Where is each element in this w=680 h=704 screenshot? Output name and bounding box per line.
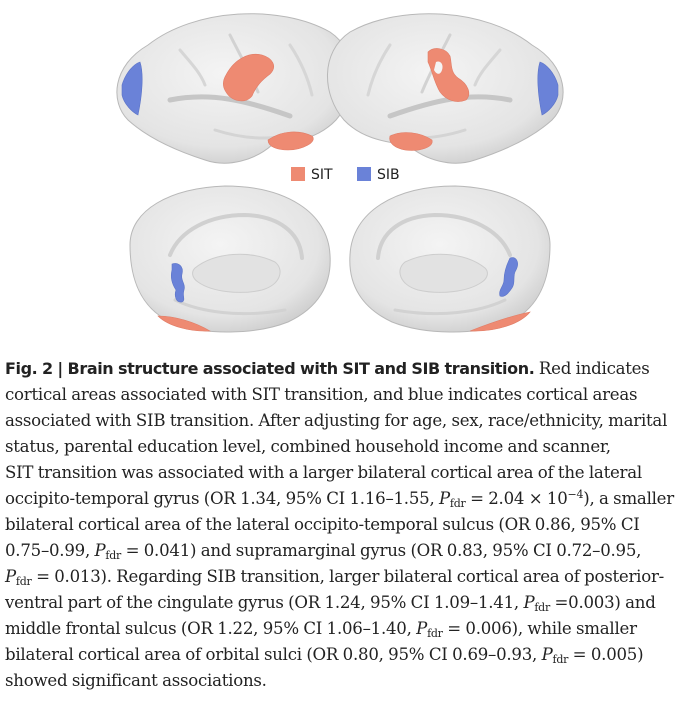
left-lateral-sit-occipitotemporal <box>267 131 314 151</box>
right-medial-sib-cingulate <box>499 257 518 297</box>
brain-figure: SIT SIB <box>0 0 680 345</box>
right-lateral-sib-frontal <box>537 61 559 116</box>
right-medial-sit-orbital <box>469 311 531 332</box>
caption-line-12: bilateral cortical area of orbital sulci… <box>5 645 644 666</box>
caption-line-4: status, parental education level, combin… <box>5 437 611 456</box>
right-lateral-hemisphere <box>327 13 564 164</box>
left-medial-sit-orbital <box>157 315 212 332</box>
caption-line-8: 0.75–0.99, Pfdr = 0.041) and supramargin… <box>5 541 642 562</box>
left-medial-sib-cingulate <box>170 263 185 303</box>
legend-sit-swatch <box>291 167 305 181</box>
legend: SIT SIB <box>291 167 400 183</box>
legend-sib-swatch <box>357 167 371 181</box>
caption-line-9: Pfdr = 0.013). Regarding SIB transition,… <box>5 567 665 588</box>
legend-sib-label: SIB <box>377 167 400 183</box>
caption-line-7: bilateral cortical area of the lateral o… <box>5 515 640 534</box>
caption-line-5: SIT transition was associated with a lar… <box>5 463 642 482</box>
caption-line-10: ventral part of the cingulate gyrus (OR … <box>5 593 656 614</box>
caption-label: Fig. 2 | Brain structure associated with… <box>5 359 535 378</box>
right-lateral-sit-notch <box>434 61 443 74</box>
figure-caption: Fig. 2 | Brain structure associated with… <box>5 356 675 694</box>
caption-line-1: Fig. 2 | Brain structure associated with… <box>5 359 650 378</box>
legend-sit-label: SIT <box>311 167 333 183</box>
caption-line-2: cortical areas associated with SIT trans… <box>5 385 638 404</box>
left-lateral-hemisphere <box>116 13 353 164</box>
brain-figure-svg: SIT SIB <box>116 13 564 333</box>
left-lateral-sib-frontal <box>121 61 143 116</box>
caption-line-11: middle frontal sulcus (OR 1.22, 95% CI 1… <box>5 619 637 640</box>
caption-line-3: associated with SIB transition. After ad… <box>5 411 668 430</box>
right-medial-hemisphere <box>349 185 551 333</box>
left-lateral-sit-supramarginal <box>223 54 274 102</box>
caption-line-13: showed significant associations. <box>5 671 267 690</box>
caption-line-6: occipito-temporal gyrus (OR 1.34, 95% CI… <box>5 488 674 510</box>
right-lateral-sit-occipitotemporal <box>389 132 433 151</box>
left-medial-hemisphere <box>129 185 331 333</box>
